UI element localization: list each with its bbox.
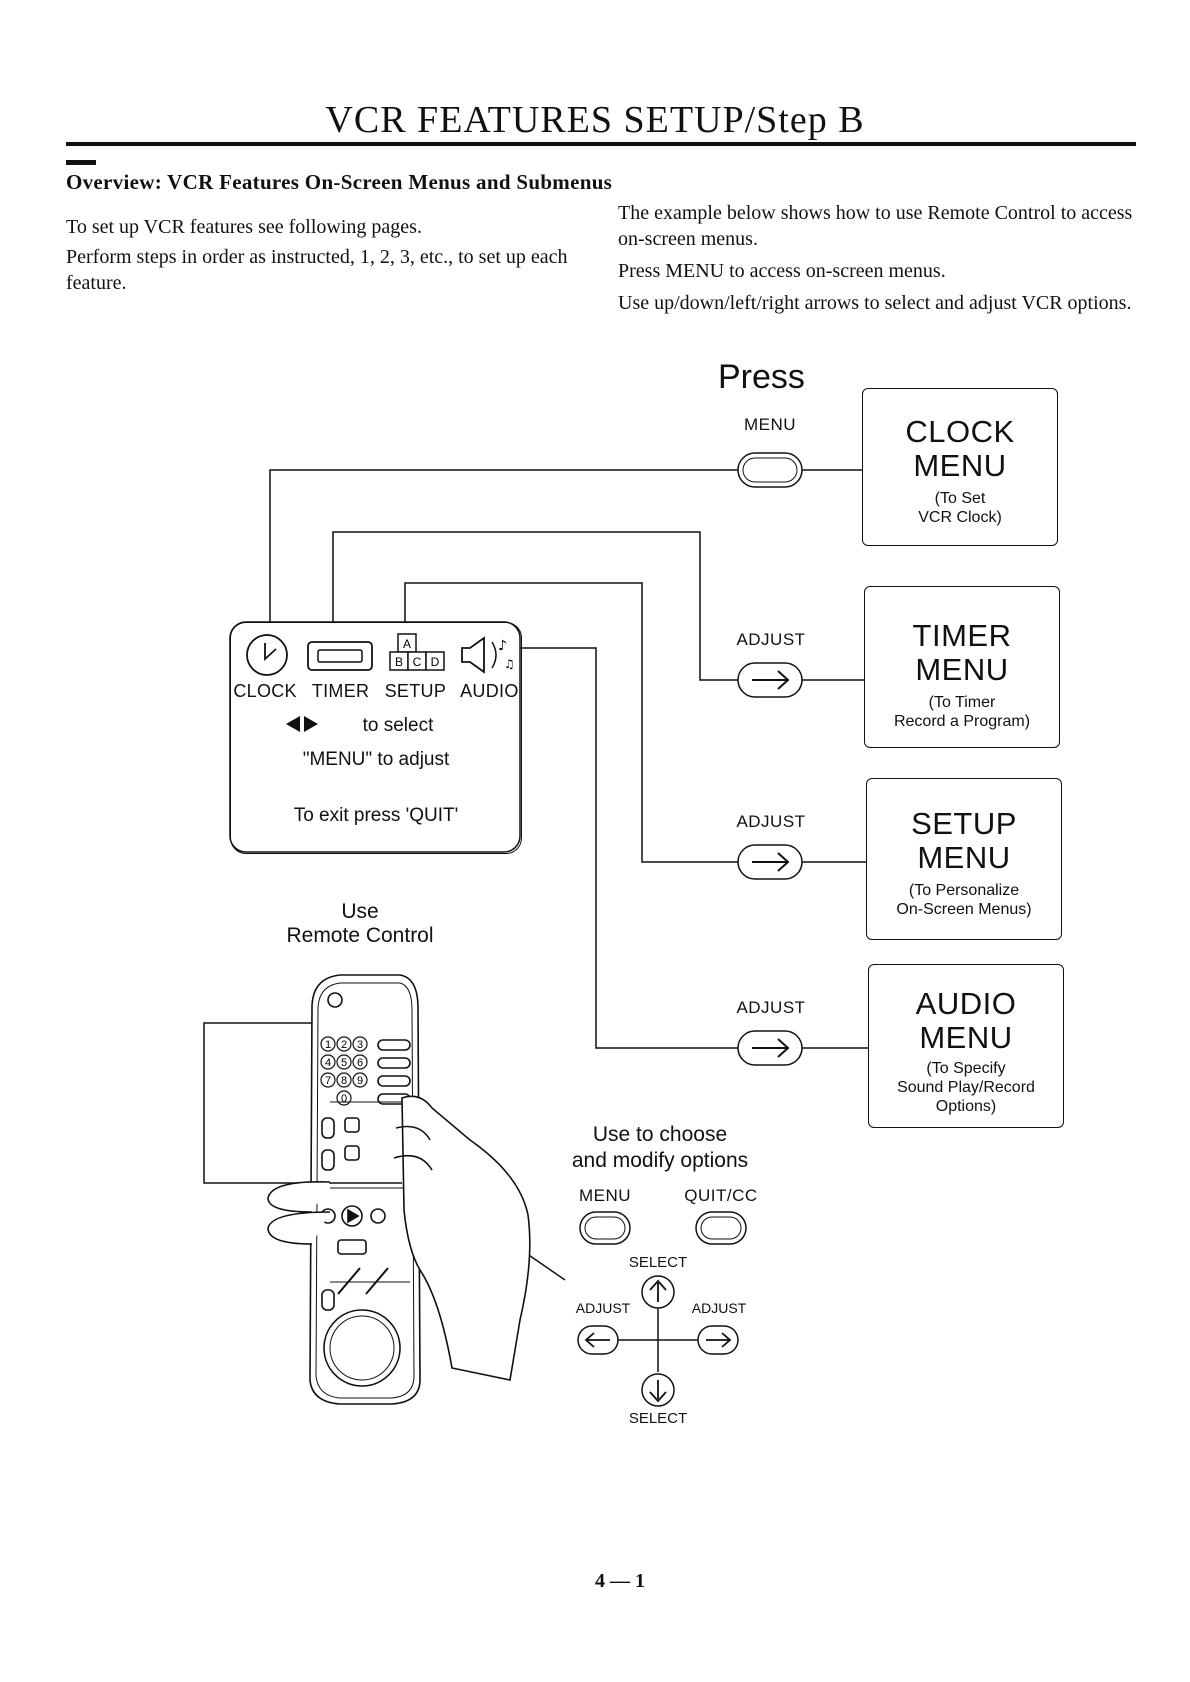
menu-box-description: (To Specify Sound Play/Record Options) <box>869 1059 1063 1116</box>
menu-button-icon <box>737 452 803 488</box>
menu-button-label: MENU <box>743 415 797 434</box>
remote-key: 0 <box>341 1093 347 1105</box>
menu-box-description: (To Set VCR Clock) <box>863 489 1057 527</box>
clock-menu-box: CLOCK MENU (To Set VCR Clock) <box>862 388 1058 546</box>
onscreen-adjust-hint: "MENU" to adjust <box>302 749 450 770</box>
menu-box-description-line: (To Personalize <box>908 882 1020 900</box>
overview-right-paragraph: Use up/down/left/right arrows to select … <box>618 292 1132 314</box>
menu-box-title: TIMER <box>912 618 1012 653</box>
remote-caption-line: Use <box>341 900 379 923</box>
press-label: Press <box>718 358 805 396</box>
page-number: 4 — 1 <box>595 1570 645 1592</box>
control-quit-label: QUIT/CC <box>684 1186 758 1205</box>
remote-key: 5 <box>341 1057 347 1069</box>
choose-options-caption: Use to choose and modify options <box>540 1122 780 1174</box>
remote-caption: Use Remote Control <box>260 900 460 948</box>
menu-box-title: AUDIO <box>915 986 1017 1021</box>
onscreen-select-hint: to select <box>231 715 521 737</box>
select-up-button-icon <box>641 1275 675 1309</box>
title-rule <box>66 142 1136 146</box>
remote-number-keys: 1 2 3 4 5 6 7 8 9 0 <box>320 1036 368 1106</box>
audio-menu-box: AUDIO MENU (To Specify Sound Play/Record… <box>868 964 1064 1128</box>
overview-right-column: The example below shows how to use Remot… <box>618 200 1138 322</box>
onscreen-select-text: to select <box>362 715 434 736</box>
remote-control-illustration <box>309 974 421 1405</box>
overview-left-paragraph: Perform steps in order as instructed, 1,… <box>66 246 568 294</box>
remote-key: 7 <box>325 1075 331 1087</box>
remote-key: 1 <box>325 1039 331 1051</box>
menu-box-description-line: (To Timer <box>928 694 996 712</box>
adjust-button-icon <box>737 662 803 698</box>
remote-key: 2 <box>341 1039 347 1051</box>
setup-menu-box: SETUP MENU (To Personalize On-Screen Men… <box>866 778 1062 940</box>
adjust-button-icon <box>737 1030 803 1066</box>
remote-key: 6 <box>357 1057 363 1069</box>
menu-box-title: MENU <box>913 448 1007 484</box>
remote-key: 8 <box>341 1075 347 1087</box>
menu-box-title: SETUP <box>911 806 1017 841</box>
remote-caption-line: Remote Control <box>286 924 434 947</box>
adjust-label: ADJUST <box>736 998 806 1017</box>
remote-key: 9 <box>357 1075 363 1087</box>
menu-box-description-line: VCR Clock) <box>918 509 1002 527</box>
menu-box-description-line: Record a Program) <box>893 713 1031 731</box>
title-rule-mark <box>66 160 96 165</box>
onscreen-icon-labels: CLOCK TIMER SETUP AUDIO <box>233 681 519 701</box>
menu-box-description-line: (To Set <box>934 490 986 508</box>
choose-caption-line: Use to choose <box>592 1123 728 1146</box>
menu-box-description-line: Sound Play/Record <box>897 1079 1035 1097</box>
timer-menu-box: TIMER MENU (To Timer Record a Program) <box>864 586 1060 748</box>
menu-box-title: MENU <box>919 1020 1013 1056</box>
adjust-button-icon <box>737 844 803 880</box>
adjust-label: ADJUST <box>736 812 806 831</box>
hand-illustration <box>267 1095 531 1381</box>
menu-box-description-line: Options) <box>935 1098 997 1116</box>
select-down-button-icon <box>641 1373 675 1407</box>
choose-caption-line: and modify options <box>571 1149 749 1172</box>
page-title: VCR FEATURES SETUP/Step B <box>325 99 865 141</box>
remote-key: 3 <box>357 1039 363 1051</box>
overview-left-paragraph: To set up VCR features see following pag… <box>66 216 422 238</box>
adjust-label: ADJUST <box>736 630 806 649</box>
control-select-up-label: SELECT <box>628 1254 688 1271</box>
menu-control-button <box>579 1211 631 1245</box>
control-adjust-left-label: ADJUST <box>575 1300 631 1316</box>
menu-box-title: MENU <box>915 652 1009 688</box>
menu-box-title: CLOCK <box>905 414 1015 449</box>
menu-box-description: (To Personalize On-Screen Menus) <box>867 881 1061 919</box>
control-menu-label: MENU <box>578 1186 632 1205</box>
control-adjust-right-label: ADJUST <box>691 1300 747 1316</box>
menu-box-description-line: (To Specify <box>926 1060 1006 1078</box>
overview-right-paragraph: The example below shows how to use Remot… <box>618 202 1133 250</box>
menu-box-description-line: On-Screen Menus) <box>896 901 1032 919</box>
quit-cc-control-button <box>695 1211 747 1245</box>
adjust-left-button-icon <box>577 1325 619 1355</box>
menu-box-description: (To Timer Record a Program) <box>865 693 1059 731</box>
onscreen-menu-display: CLOCK TIMER SETUP AUDIO to select "MENU"… <box>230 622 522 854</box>
control-select-down-label: SELECT <box>628 1410 688 1427</box>
menu-box-title: MENU <box>917 840 1011 876</box>
overview-right-paragraph: Press MENU to access on-screen menus. <box>618 260 946 282</box>
overview-left-column: To set up VCR features see following pag… <box>66 214 586 300</box>
remote-key: 4 <box>325 1057 331 1069</box>
onscreen-exit-hint: To exit press 'QUIT' <box>293 805 459 826</box>
overview-heading: Overview: VCR Features On-Screen Menus a… <box>66 170 613 194</box>
adjust-right-button-icon <box>697 1325 739 1355</box>
